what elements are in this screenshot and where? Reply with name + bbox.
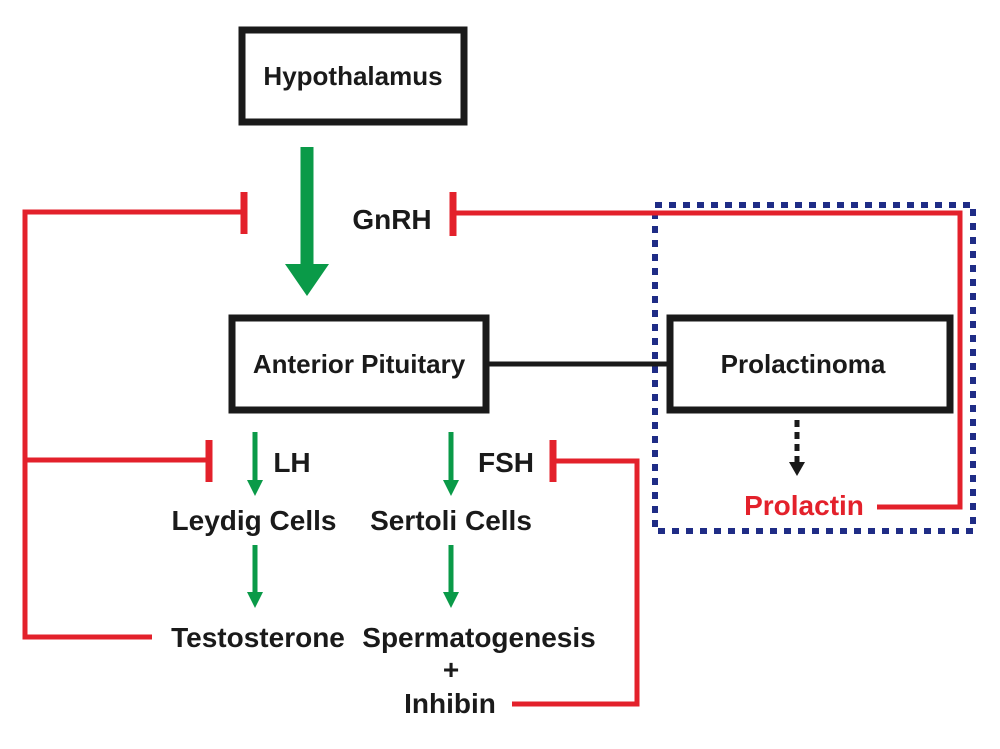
gnrh-stimulate-arrow [285,147,329,296]
anterior-pituitary-box [228,314,490,414]
gnrh-label: GnRH [352,204,431,235]
inhibin-label: Inhibin [404,688,496,719]
sertoli-cells-label: Sertoli Cells [370,505,532,536]
hypothalamus-box [238,26,468,126]
spermatogenesis-label: Spermatogenesis [362,622,595,653]
prolactinoma-box [666,314,954,414]
prolactinoma-region-border [652,202,976,534]
sertoli-to-spermatogenesis-arrow [443,545,459,608]
prolactin-label: Prolactin [744,490,864,521]
inhibin-feedback-line [512,440,640,707]
prolactinoma-secretes-arrow [789,420,805,476]
testosterone-label: Testosterone [171,622,345,653]
fsh-label: FSH [478,447,534,478]
lh-stimulate-arrow [247,432,263,496]
leydig-cells-label: Leydig Cells [172,505,337,536]
anterior-pituitary-label: Anterior Pituitary [253,349,466,379]
hypothalamus-label: Hypothalamus [263,61,442,91]
prolactinoma-label: Prolactinoma [721,349,886,379]
prolactin-feedback-line [449,192,963,510]
fsh-stimulate-arrow [443,432,459,496]
leydig-to-testosterone-arrow [247,545,263,608]
lh-label: LH [273,447,310,478]
testosterone-feedback-line [22,192,248,640]
plus-sign: + [443,654,459,685]
